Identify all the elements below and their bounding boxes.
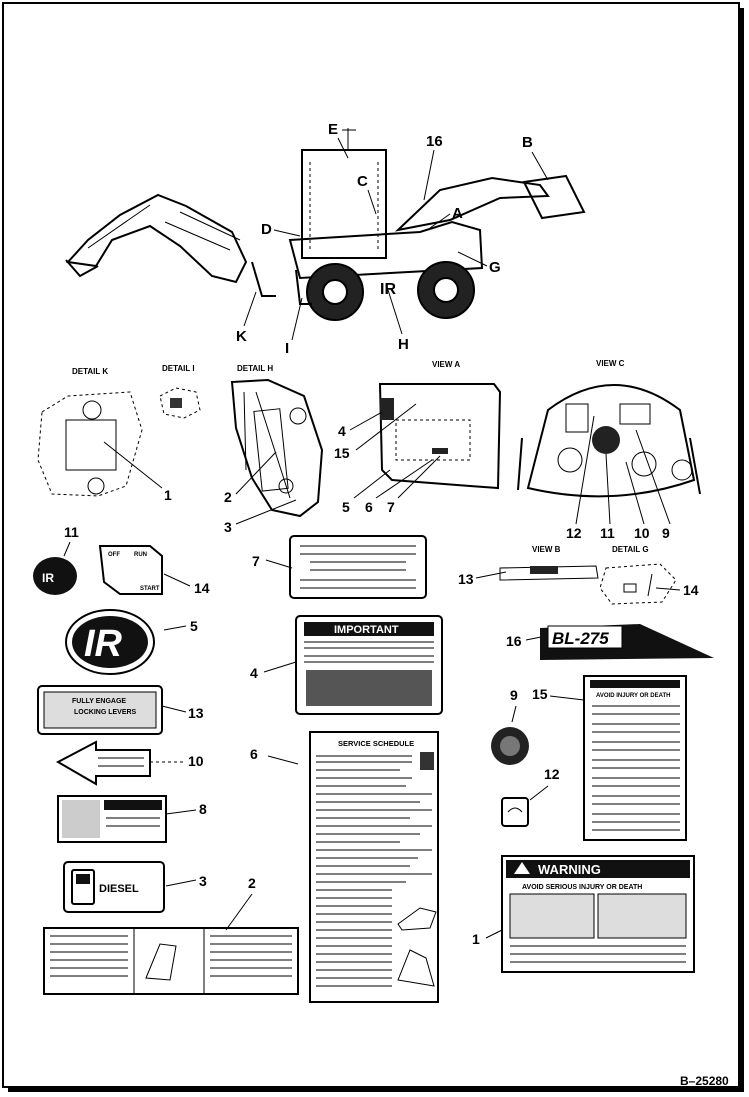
decal-16-model: 16 BL-275 <box>506 624 714 660</box>
item-2: 2 <box>248 875 256 891</box>
detail-k-title: DETAIL K <box>72 367 108 376</box>
item-14: 14 <box>194 580 210 596</box>
decal-8: 8 <box>57 795 207 843</box>
decal-14-run: RUN <box>134 552 147 558</box>
view-c: VIEW C 12 11 10 9 <box>517 359 701 541</box>
item-13-b: 13 <box>458 571 474 587</box>
callout-16: 16 <box>426 133 443 150</box>
detail-i: DETAIL I <box>159 364 201 419</box>
item-2-h: 2 <box>224 489 232 505</box>
item-6: 6 <box>250 746 258 762</box>
decal-13-line1: FULLY ENGAGE <box>72 698 126 705</box>
decal-5-ir-text: IR <box>84 623 123 665</box>
decal-3-text: DIESEL <box>99 883 139 895</box>
item-7: 7 <box>252 553 260 569</box>
decal-14-off: OFF <box>108 552 120 558</box>
decal-1-subheading: AVOID SERIOUS INJURY OR DEATH <box>522 884 642 891</box>
view-b-title: VIEW B <box>532 545 561 554</box>
decal-1-warning: 1 WARNING AVOID SERIOUS INJURY OR DEATH <box>472 855 695 973</box>
detail-g: DETAIL G 14 <box>599 545 699 605</box>
decal-13-line2: LOCKING LEVERS <box>74 709 137 716</box>
callout-D: D <box>261 221 272 238</box>
backhoe-loader-illustration: IR <box>65 128 586 321</box>
item-14-g: 14 <box>683 582 699 598</box>
decal-9-round: 9 <box>491 687 529 765</box>
decal-12: 12 <box>501 766 560 827</box>
item-4-a: 4 <box>338 423 346 439</box>
callout-E: E <box>328 121 338 138</box>
detail-k: DETAIL K 1 <box>37 367 172 503</box>
detail-h: DETAIL H 2 3 <box>224 364 324 535</box>
callout-A: A <box>452 205 463 222</box>
item-5-a: 5 <box>342 499 350 515</box>
item-11-c: 11 <box>600 525 615 541</box>
figure-number: B–25280 <box>680 1074 729 1088</box>
view-a: VIEW A 4 15 5 6 7 <box>334 360 502 515</box>
item-9: 9 <box>510 687 518 703</box>
item-3-h: 3 <box>224 519 232 535</box>
view-c-title: VIEW C <box>596 359 625 368</box>
item-1-k: 1 <box>164 487 172 503</box>
item-6-a: 6 <box>365 499 373 515</box>
item-15: 15 <box>532 686 548 702</box>
decal-15-heading: AVOID INJURY OR DEATH <box>596 693 670 699</box>
decal-3-diesel: DIESEL 3 <box>63 861 207 913</box>
item-7-a: 7 <box>387 499 395 515</box>
decal-2: 2 <box>43 875 299 995</box>
item-3: 3 <box>199 873 207 889</box>
item-13: 13 <box>188 705 204 721</box>
item-1: 1 <box>472 931 480 947</box>
detail-i-title: DETAIL I <box>162 364 195 373</box>
decal-4-important: IMPORTANT 4 <box>250 615 443 715</box>
detail-h-title: DETAIL H <box>237 364 273 373</box>
item-15-a: 15 <box>334 445 350 461</box>
detail-g-title: DETAIL G <box>612 545 649 554</box>
decal-14-start: START <box>140 586 160 592</box>
decal-13-locking-levers: FULLY ENGAGE LOCKING LEVERS 13 <box>37 685 204 735</box>
item-4: 4 <box>250 665 258 681</box>
decal-10-arrow: 10 <box>55 740 204 786</box>
item-16: 16 <box>506 633 522 649</box>
item-9-c: 9 <box>662 525 670 541</box>
decal-1-heading: WARNING <box>538 862 601 877</box>
decal-7: 7 <box>252 535 427 599</box>
item-8: 8 <box>199 801 207 817</box>
view-b: VIEW B 13 <box>458 545 599 587</box>
item-5: 5 <box>190 618 198 634</box>
callout-H: H <box>398 336 409 353</box>
decal-14-ignition: OFF RUN START 14 <box>98 545 210 596</box>
machine-ir-badge: IR <box>380 281 396 298</box>
decal-15-avoid-injury: 15 AVOID INJURY OR DEATH <box>532 675 687 841</box>
decal-11-ir-text: IR <box>42 571 54 585</box>
view-a-title: VIEW A <box>432 360 460 369</box>
decal-6-service-schedule: 6 SERVICE SCHEDULE <box>250 731 439 1003</box>
decal-11-ir-round: 11 IR <box>33 524 79 595</box>
callout-C: C <box>357 173 368 190</box>
item-12: 12 <box>544 766 560 782</box>
callout-I: I <box>285 340 289 357</box>
item-10: 10 <box>188 753 204 769</box>
callout-B: B <box>522 134 533 151</box>
decal-16-text: BL-275 <box>552 629 609 648</box>
item-11: 11 <box>64 524 79 540</box>
callout-G: G <box>489 259 501 276</box>
decal-5-ir-logo: IR 5 <box>65 609 198 675</box>
item-10-c: 10 <box>634 525 650 541</box>
callout-K: K <box>236 328 247 345</box>
machine-callouts: E B C 16 A D G K I H <box>236 121 549 357</box>
decal-4-heading: IMPORTANT <box>334 624 399 636</box>
item-12-c: 12 <box>566 525 582 541</box>
decal-6-heading: SERVICE SCHEDULE <box>338 739 414 748</box>
